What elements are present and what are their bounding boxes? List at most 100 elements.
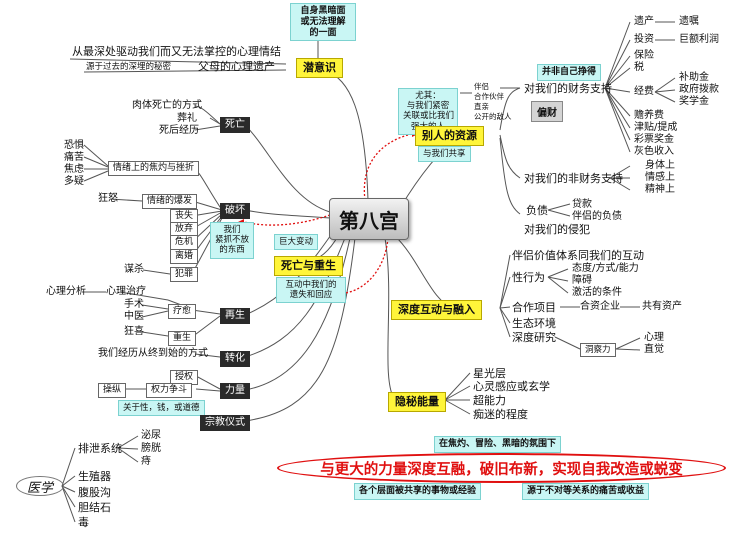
branch-transform[interactable]: 转化 <box>220 351 250 367</box>
heal-node[interactable]: 疗愈 <box>168 304 197 319</box>
sex-sub: 态度/方式/能力 <box>572 263 639 274</box>
atmosphere-note[interactable]: 在焦灼、冒险、黑暗的氛围下 <box>434 436 562 453</box>
branch-subconscious[interactable]: 潜意识 <box>296 58 343 78</box>
coop-b: 共有资产 <box>642 301 682 312</box>
fund-item: 政府拨款 <box>679 84 719 95</box>
branch-power[interactable]: 力量 <box>220 383 250 399</box>
complex-text: 从最深处驱动我们而又无法掌控的心理情结 <box>72 45 281 58</box>
nonfin-item: 精神上 <box>645 184 675 195</box>
partner-mini: 直亲 <box>474 102 489 111</box>
unequal-relation-note[interactable]: 源于不对等关系的痛苦或收益 <box>522 483 650 500</box>
sex-sub: 激活的条件 <box>572 287 622 298</box>
deep-item: 伴侣价值体系同我们的互动 <box>512 249 644 262</box>
main-theme-oval[interactable]: 与更大的力量深度互融，破旧布新，实现自我改造或蜕变 <box>277 453 726 483</box>
fin-item: 津贴/提成 <box>634 122 678 133</box>
emotion-node[interactable]: 情绪上的焦灼与挫折 <box>108 161 200 176</box>
fin-item: 彩票奖金 <box>634 134 674 145</box>
struggle-node[interactable]: 权力争斗 <box>146 383 193 398</box>
murder-text: 谋杀 <box>124 264 144 275</box>
fund-item: 补助金 <box>679 72 709 83</box>
note-line: 紧抓不放 <box>215 235 250 246</box>
insight-sub: 心理 <box>644 332 664 343</box>
death-item: 死后经历 <box>159 125 199 136</box>
not-earned-note[interactable]: 并非自己挣得 <box>537 64 602 81</box>
branch-death-rebirth[interactable]: 死亡与重生 <box>274 256 343 276</box>
branch-hidden-energy[interactable]: 隐秘能量 <box>388 392 446 412</box>
death-item: 葬礼 <box>177 113 197 124</box>
note-line: 互动中我们的 <box>285 280 337 290</box>
debt-text: 负债 <box>526 204 548 217</box>
note-line: 自身黑暗面 <box>300 6 346 16</box>
deep-item: 性行为 <box>512 271 545 284</box>
note-line: 或无法理解 <box>300 16 346 27</box>
outburst-node[interactable]: 情绪的爆发 <box>142 194 198 209</box>
emotion-item: 恐惧 <box>64 140 84 151</box>
psych-text: 心理治疗 <box>106 286 146 297</box>
hidden-item: 超能力 <box>473 394 506 407</box>
debt-item: 伴侣的负债 <box>572 211 622 222</box>
note-line: 的东西 <box>219 245 245 256</box>
cling-note[interactable]: 我们 紧抓不放 的东西 <box>210 222 254 259</box>
will-text: 遗嘱 <box>679 16 699 27</box>
hidden-item: 痴迷的程度 <box>473 408 528 421</box>
rapture-text: 狂喜 <box>124 326 144 337</box>
deep-item: 合作项目 <box>512 301 556 314</box>
emotion-item: 焦虑 <box>64 164 84 175</box>
note-line: 与我们紧密 <box>406 101 450 112</box>
branch-religion[interactable]: 宗教仪式 <box>200 415 250 431</box>
anger-text: 狂怒 <box>98 193 118 204</box>
manipulate-node[interactable]: 操纵 <box>98 383 127 398</box>
fin-item: 灰色收入 <box>634 146 674 157</box>
tcm-text: 中医 <box>124 311 144 322</box>
indirect-wealth-tag[interactable]: 偏财 <box>531 101 563 122</box>
destroy-item[interactable]: 离婚 <box>170 249 199 264</box>
note-line: 尤其： <box>415 91 441 101</box>
partner-mini: 公开的敌人 <box>474 112 512 121</box>
medicine-item: 腹股沟 <box>78 486 111 499</box>
about-note[interactable]: 关于性，钱，或道德 <box>118 400 205 417</box>
violation-text: 对我们的侵犯 <box>524 223 590 236</box>
dark-side-note[interactable]: 自身黑暗面 或无法理解 的一面 <box>290 3 356 42</box>
branch-medicine[interactable]: 医学 <box>16 476 64 496</box>
profit-text: 巨额利润 <box>679 34 719 45</box>
branch-resources[interactable]: 别人的资源 <box>415 126 484 146</box>
deep-item: 生态环境 <box>512 317 556 330</box>
fin-item: 保险 <box>634 50 654 61</box>
fund-item: 奖学金 <box>679 96 709 107</box>
debt-item: 贷款 <box>572 199 592 210</box>
branch-destroy[interactable]: 破坏 <box>220 203 250 219</box>
medicine-item: 胆结石 <box>78 501 111 514</box>
transform-text: 我们经历从终到始的方式 <box>98 348 208 359</box>
note-line: 关联或比我们 <box>403 111 455 122</box>
parent-legacy-text: 父母的心理遗产 <box>198 60 275 73</box>
medicine-item: 生殖器 <box>78 470 111 483</box>
destroy-item[interactable]: 危机 <box>170 235 199 250</box>
note-line: 我们 <box>223 225 241 235</box>
death-item: 肉体死亡的方式 <box>132 100 202 111</box>
share-note[interactable]: 与我们共享 <box>418 146 471 163</box>
branch-death[interactable]: 死亡 <box>220 117 250 133</box>
fin-item: 税 <box>634 62 644 73</box>
branch-deep-interaction[interactable]: 深度互动与融入 <box>391 300 482 320</box>
emotion-item: 痛苦 <box>64 152 84 163</box>
central-topic[interactable]: 第八宫 <box>329 198 409 240</box>
shared-things-note[interactable]: 各个层面被共享的事物或经验 <box>354 483 482 500</box>
nonfinancial-support: 对我们的非财务支持 <box>524 172 623 185</box>
legacy-note[interactable]: 互动中我们的 遗失和回应 <box>276 277 346 304</box>
upheaval-note[interactable]: 巨大变动 <box>274 234 319 251</box>
resurrect-node[interactable]: 重生 <box>168 331 197 346</box>
fin-item: 遗产 <box>634 16 654 27</box>
branch-rebirth[interactable]: 再生 <box>220 308 250 324</box>
fin-item: 赡养费 <box>634 110 664 121</box>
secret-text: 源于过去的深埋的秘密 <box>86 62 172 72</box>
hidden-item: 心灵感应或玄学 <box>473 380 550 393</box>
excretion-item: 膀胱 <box>141 443 161 454</box>
surgery-text: 手术 <box>124 299 144 310</box>
deep-item: 深度研究 <box>512 331 556 344</box>
insight-sub: 直觉 <box>644 344 664 355</box>
insight-node[interactable]: 洞察力 <box>580 343 616 358</box>
note-line: 遗失和回应 <box>289 290 333 301</box>
destroy-item[interactable]: 犯罪 <box>170 267 199 282</box>
hidden-item: 星光层 <box>473 367 506 380</box>
